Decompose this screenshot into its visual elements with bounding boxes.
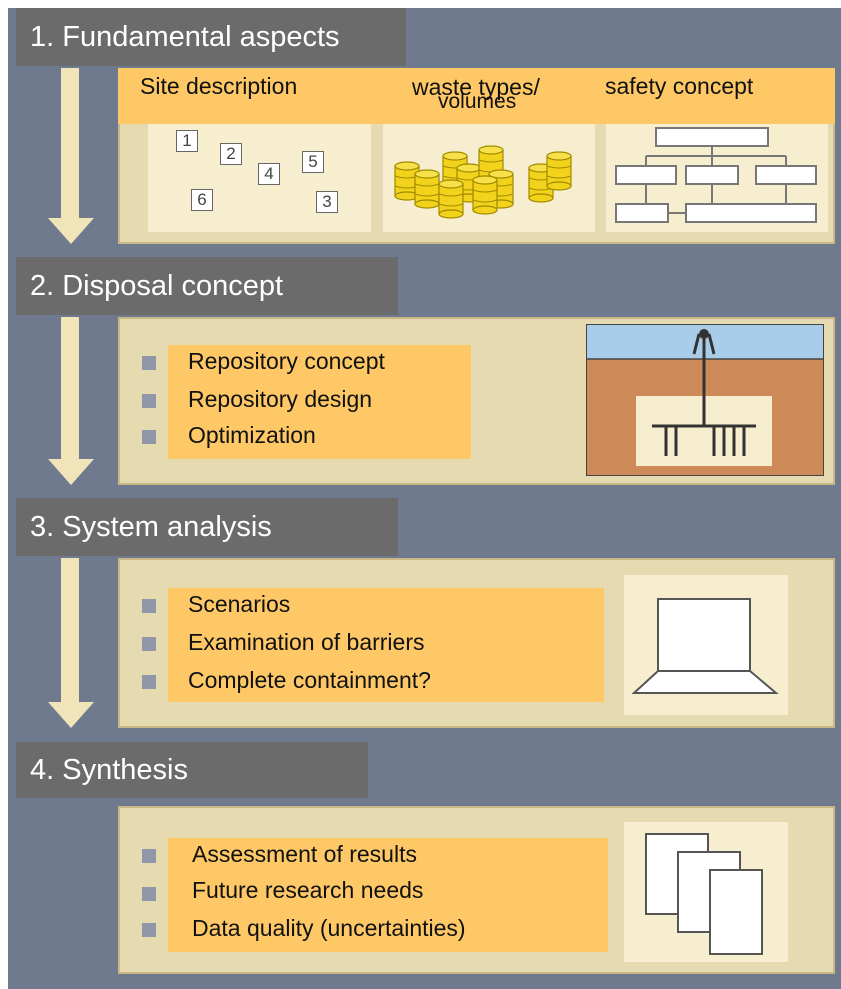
- step-2-item: Repository concept: [188, 348, 385, 374]
- repository-cross-section-icon: [586, 324, 824, 476]
- step-4-item: Assessment of results: [192, 841, 417, 867]
- step-4-item: Data quality (uncertainties): [192, 915, 466, 941]
- bullet: [142, 637, 156, 651]
- site-number: 1: [176, 130, 198, 152]
- step-1-title: 1. Fundamental aspects: [30, 20, 340, 53]
- bullet: [142, 430, 156, 444]
- step-2-item: Optimization: [188, 422, 316, 448]
- bullet: [142, 887, 156, 901]
- step-4-title: 4. Synthesis: [30, 753, 188, 786]
- step-2-header: 2. Disposal concept: [16, 257, 398, 315]
- flow-arrow-2-icon: [48, 317, 94, 485]
- step-4-item-box: [168, 838, 608, 952]
- flow-arrow-3-icon: [48, 558, 94, 728]
- step-3-item: Complete containment?: [188, 667, 431, 693]
- site-number: 5: [302, 151, 324, 173]
- step-1-header: 1. Fundamental aspects: [16, 8, 406, 66]
- step-1-label-bar: [118, 68, 835, 124]
- step-4-header: 4. Synthesis: [16, 742, 368, 798]
- step-3-header: 3. System analysis: [16, 498, 398, 556]
- waste-types-label-line1: waste types/: [412, 74, 540, 100]
- bullet: [142, 599, 156, 613]
- safety-concept-label: safety concept: [605, 73, 754, 99]
- site-number: 4: [258, 163, 280, 185]
- bullet: [142, 394, 156, 408]
- bullet: [142, 923, 156, 937]
- step-4-item: Future research needs: [192, 877, 424, 903]
- step-3-item: Scenarios: [188, 591, 291, 617]
- site-number: 6: [191, 189, 213, 211]
- step-3-item: Examination of barriers: [188, 629, 425, 655]
- step-3-title: 3. System analysis: [30, 510, 272, 543]
- step-2-item: Repository design: [188, 386, 373, 412]
- flowchart-icon: [615, 127, 817, 223]
- site-number: 2: [220, 143, 242, 165]
- bullet: [142, 849, 156, 863]
- documents-icon: [645, 833, 763, 955]
- step-3-item-box: [168, 588, 604, 702]
- site-description-label: Site description: [140, 73, 298, 99]
- step-2-title: 2. Disposal concept: [30, 269, 284, 302]
- bullet: [142, 356, 156, 370]
- laptop-icon: [631, 598, 779, 694]
- site-number: 3: [316, 191, 338, 213]
- flow-arrow-1-icon: [48, 68, 94, 244]
- waste-types-label-line2: volumes: [438, 90, 517, 113]
- step-2-item-box: [168, 345, 471, 459]
- bullet: [142, 675, 156, 689]
- waste-barrels-icon: [394, 145, 572, 219]
